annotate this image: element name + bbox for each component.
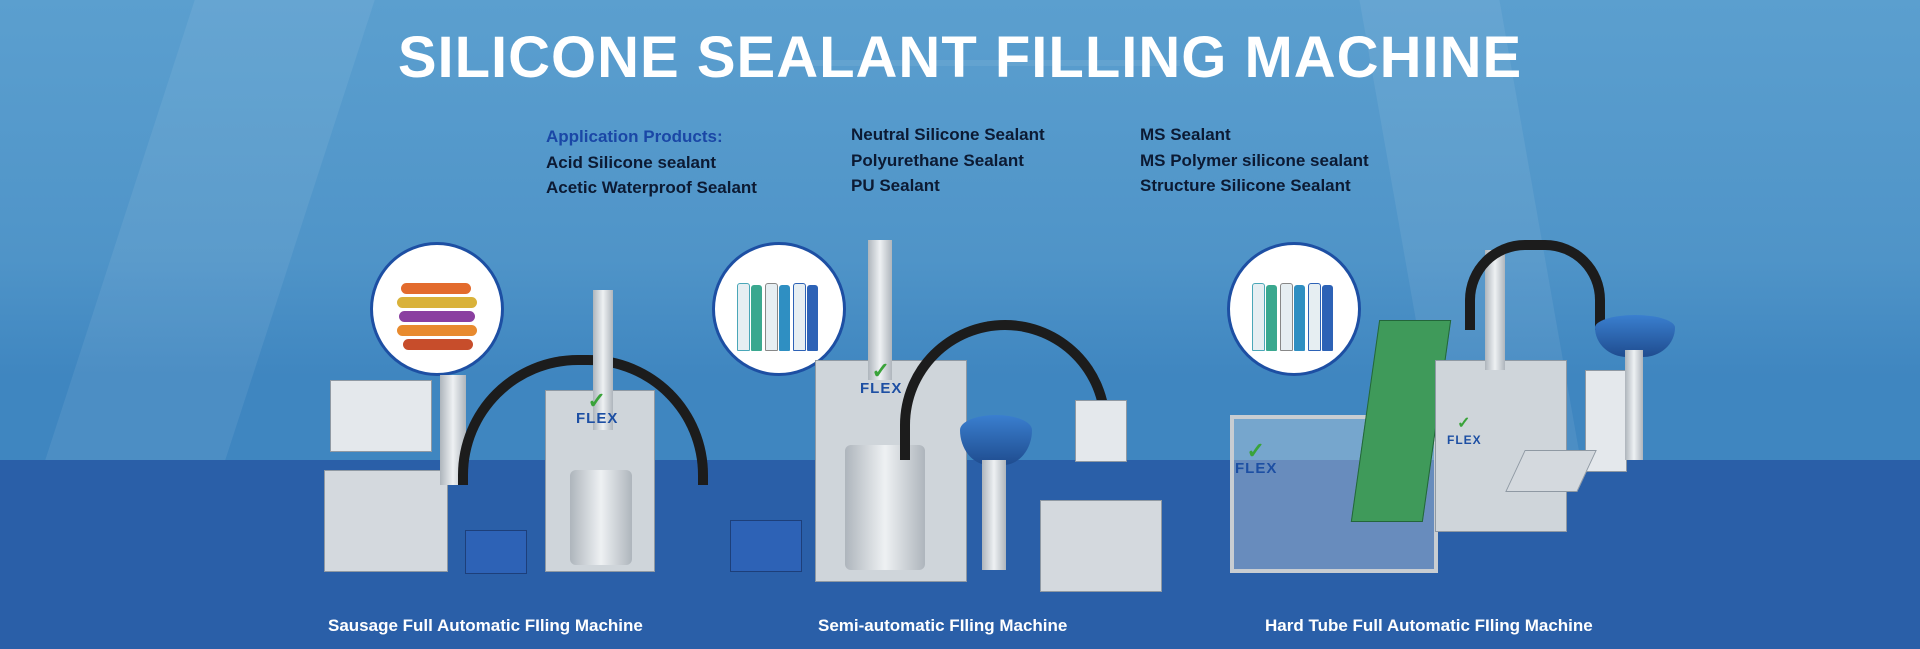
application-item: MS Polymer silicone sealant bbox=[1140, 150, 1369, 170]
hard-tube-filling-machine-image: ✓FLEX ✓FLEX bbox=[1225, 230, 1685, 590]
application-item: Polyurethane Sealant bbox=[851, 150, 1024, 170]
application-item: Acetic Waterproof Sealant bbox=[546, 178, 757, 197]
application-item: MS Sealant bbox=[1140, 125, 1231, 144]
flex-logo: ✓FLEX bbox=[860, 358, 903, 398]
application-item: Structure Silicone Sealant bbox=[1140, 176, 1351, 195]
applications-column-3: MS Sealant MS Polymer silicone sealant S… bbox=[1140, 122, 1369, 199]
machine-caption-semi-automatic: Semi-automatic FIling Machine bbox=[818, 616, 1068, 635]
machine-caption-hard-tube: Hard Tube Full Automatic FIling Machine bbox=[1265, 616, 1593, 635]
flex-logo: ✓FLEX bbox=[1447, 415, 1482, 447]
applications-heading: Application Products: bbox=[546, 127, 723, 146]
application-item: Neutral Silicone Sealant bbox=[851, 125, 1045, 144]
applications-column-2: Neutral Silicone Sealant Polyurethane Se… bbox=[851, 122, 1045, 199]
sausage-filling-machine-image: ✓FLEX bbox=[290, 280, 708, 580]
applications-column-1: Application Products: Acid Silicone seal… bbox=[546, 124, 757, 201]
semi-automatic-filling-machine-image: ✓FLEX bbox=[720, 230, 1180, 610]
background-beam bbox=[780, 60, 1180, 66]
product-cartridge-sealant-image bbox=[712, 242, 846, 376]
flex-logo: ✓FLEX bbox=[1235, 438, 1278, 478]
machine-caption-sausage: Sausage Full Automatic FIling Machine bbox=[328, 616, 643, 635]
product-sausage-sealant-image bbox=[370, 242, 504, 376]
page-title: SILICONE SEALANT FILLING MACHINE bbox=[397, 25, 1523, 90]
application-item: Acid Silicone sealant bbox=[546, 152, 717, 172]
application-item: PU Sealant bbox=[851, 176, 940, 195]
product-cartridge-sealant-image bbox=[1227, 242, 1361, 376]
flex-logo: ✓FLEX bbox=[576, 388, 619, 428]
